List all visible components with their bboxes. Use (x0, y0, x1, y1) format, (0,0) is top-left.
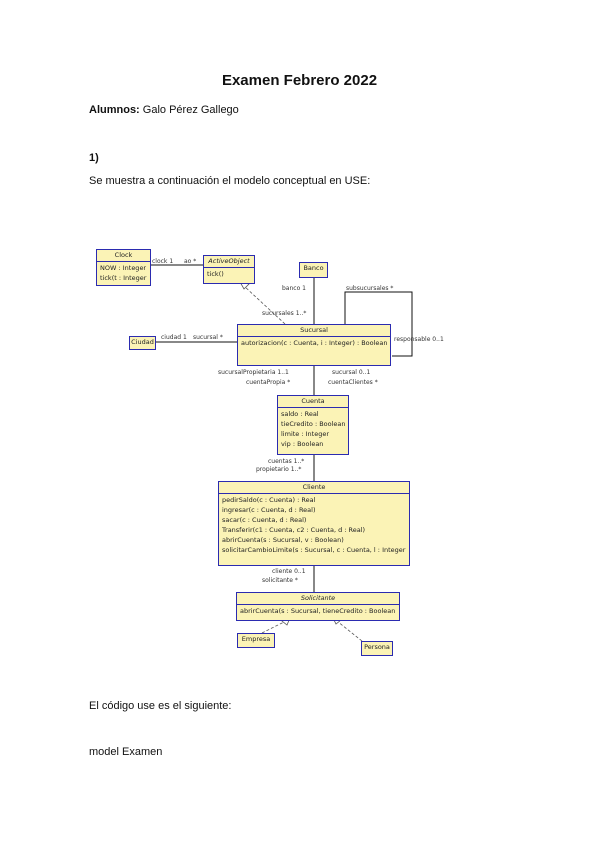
label-ciudad-role: ciudad 1 (161, 334, 187, 341)
class-cuenta-attr-2: limite : Integer (281, 430, 330, 438)
class-banco-name: Banco (303, 264, 324, 272)
class-clock-attr-1: tick(t : Integer) (100, 274, 147, 282)
class-sucursal-op-0: autorizacion(c : Cuenta, i : Integer) : … (241, 339, 387, 347)
class-cliente-op-2: sacar(c : Cuenta, d : Real) (222, 516, 307, 524)
persona-generalization (336, 620, 363, 642)
label-banco-role: banco 1 (282, 285, 306, 292)
class-solicitante: Solicitante abrirCuenta(s : Sucursal, ti… (236, 592, 400, 621)
label-cliente-role: cliente 0..1 (272, 568, 306, 575)
students-line: Alumnos: Galo Pérez Gallego (89, 104, 239, 116)
class-banco: Banco (299, 262, 328, 278)
class-cuenta: Cuenta saldo : Real tieCredito : Boolean… (277, 395, 349, 455)
label-sucursal-propietaria: sucursalPropietaria 1..1 (218, 369, 289, 376)
intro-paragraph: Se muestra a continuación el modelo conc… (89, 175, 371, 187)
class-active-object: ActiveObject tick() (203, 255, 255, 284)
class-sucursal-name: Sucursal (238, 325, 390, 337)
code-intro: El código use es el siguiente: (89, 700, 232, 712)
page-title: Examen Febrero 2022 (221, 72, 378, 89)
class-cliente-op-3: Transferir(c1 : Cuenta, c2 : Cuenta, d :… (222, 526, 366, 534)
label-solicitante-role: solicitante * (262, 577, 298, 584)
class-active-object-name: ActiveObject (204, 256, 254, 268)
class-clock: Clock NOW : Integer tick(t : Integer) (96, 249, 151, 286)
class-cuenta-name: Cuenta (278, 396, 348, 408)
label-sucursales-role: sucursales 1..* (262, 310, 307, 317)
class-cuenta-attr-0: saldo : Real (281, 410, 319, 418)
class-persona-name: Persona (364, 643, 390, 651)
class-ciudad: Ciudad (129, 336, 156, 350)
students-value: Galo Pérez Gallego (142, 104, 239, 116)
class-cliente-name: Cliente (219, 482, 409, 494)
label-sucursal-role: sucursal * (193, 334, 223, 341)
students-label: Alumnos: (89, 104, 140, 116)
class-cliente-op-4: abrirCuenta(s : Sucursal, v : Boolean) (222, 536, 344, 544)
label-responsable-role: responsable 0..1 (394, 336, 444, 343)
sucursal-self-association (344, 291, 413, 357)
label-subsucursal-role: subsucursales * (346, 285, 394, 292)
class-cliente-op-1: ingresar(c : Cuenta, d : Real) (222, 506, 316, 514)
label-sucursal-1: sucursal 0..1 (332, 369, 371, 376)
class-sucursal: Sucursal autorizacion(c : Cuenta, i : In… (237, 324, 391, 366)
class-cuenta-attr-3: vip : Boolean (281, 440, 324, 448)
class-solicitante-name: Solicitante (237, 593, 399, 605)
class-persona: Persona (361, 641, 393, 656)
code-first-line: model Examen (89, 746, 163, 758)
sucursal-ao-generalization (243, 285, 286, 325)
label-cuenta-propia: cuentaPropia * (246, 379, 291, 386)
class-clock-attr-0: NOW : Integer (100, 264, 147, 272)
label-cuenta-clientes: cuentaClientes * (328, 379, 378, 386)
section-number: 1) (89, 152, 99, 164)
class-empresa-name: Empresa (241, 635, 271, 643)
class-cliente: Cliente pedirSaldo(c : Cuenta) : Real in… (218, 481, 410, 566)
label-cuentas: cuentas 1..* (268, 458, 305, 465)
class-active-object-op-0: tick() (207, 270, 224, 278)
class-cliente-op-0: pedirSaldo(c : Cuenta) : Real (222, 496, 316, 504)
class-cuenta-attr-1: tieCredito : Boolean (281, 420, 345, 428)
label-ao-role: ao * (184, 258, 197, 265)
class-clock-name: Clock (97, 250, 150, 262)
class-solicitante-op-0: abrirCuenta(s : Sucursal, tieneCredito :… (240, 607, 396, 615)
label-propietario: propietario 1..* (256, 466, 302, 473)
class-empresa: Empresa (237, 633, 275, 648)
class-cliente-op-5: solicitarCambioLimite(s : Sucursal, c : … (222, 546, 406, 554)
class-ciudad-name: Ciudad (131, 338, 154, 346)
empresa-generalization (261, 620, 287, 634)
label-clock-role: clock 1 (152, 258, 174, 265)
